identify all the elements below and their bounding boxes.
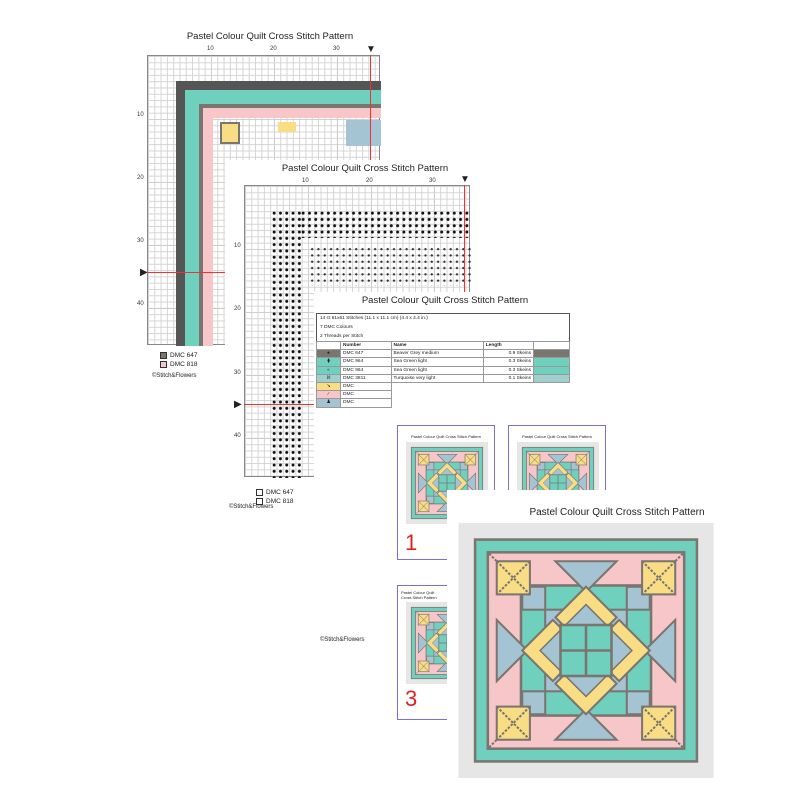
length-cell: 0.1 Skeins xyxy=(482,373,535,383)
symbol-cell: ⁄ xyxy=(316,390,341,400)
legend-label: DMC 818 xyxy=(170,361,198,368)
center-arrow-down-icon: ▼ xyxy=(460,174,470,185)
number-cell: DMC xyxy=(340,398,392,408)
center-arrow-right-icon: ▶ xyxy=(234,399,242,410)
ruler-tick: 40 xyxy=(137,301,144,307)
ruler-tick: 20 xyxy=(234,306,241,312)
legend-item: DMC 818 xyxy=(160,361,197,368)
thumb-title: Pastel Colour Quilt Cross Stitch Pattern xyxy=(410,434,482,439)
finished-pattern-page: Pastel Colour Quilt Cross Stitch Pattern xyxy=(447,490,787,790)
name-cell: Turquoise very light xyxy=(390,373,484,383)
center-line-horizontal xyxy=(244,404,314,405)
header-cell: Name xyxy=(390,340,484,351)
ruler-tick: 20 xyxy=(366,178,373,184)
ruler-tick: 40 xyxy=(234,433,241,439)
key-row: ♟DMC xyxy=(316,398,570,408)
color-swatch xyxy=(533,357,570,367)
legend-item: DMC 647 xyxy=(160,352,197,359)
number-cell: DMC 964 xyxy=(340,357,392,367)
copyright: ©Stitch&Flowers xyxy=(320,637,365,643)
legend-label: DMC 818 xyxy=(266,498,294,505)
thumb-title: Pastel Colour Quilt Cross Stitch Pattern xyxy=(521,434,593,439)
symbol-cell: ℵ xyxy=(316,373,341,383)
ruler-tick: 10 xyxy=(234,243,241,249)
legend-label: DMC 647 xyxy=(170,352,198,359)
key-info-line: 14 ct 61x61 Stitches (11.1 x 11.1 cm) (4… xyxy=(320,316,428,321)
thumb-title: Pastel Colour Quilt Cross Stitch Pattern xyxy=(401,590,437,600)
page-title: Pastel Colour Quilt Cross Stitch Pattern xyxy=(361,295,529,306)
ruler-tick: 20 xyxy=(137,175,144,181)
page-title: Pastel Colour Quilt Cross Stitch Pattern xyxy=(186,31,354,42)
length-cell: 0.3 Skeins xyxy=(482,365,535,375)
length-cell: 0.3 Skeins xyxy=(482,357,535,367)
key-row: ⁄DMC xyxy=(316,390,570,400)
symbol-cell: ● xyxy=(316,349,341,359)
name-cell: Sea Green light xyxy=(390,365,484,375)
ruler-tick: 10 xyxy=(137,112,144,118)
ruler-tick: 30 xyxy=(234,370,241,376)
header-cell: Number xyxy=(340,340,392,351)
quilt-preview xyxy=(458,523,714,778)
copyright: ©Stitch&Flowers xyxy=(152,373,197,379)
number-cell: DMC xyxy=(340,390,392,400)
ruler-tick: 30 xyxy=(333,46,340,52)
length-cell: 0.9 Skeins xyxy=(482,349,535,359)
key-info-line: 7 DMC Colours xyxy=(320,325,353,330)
thumb-number: 1 xyxy=(405,530,418,555)
number-cell: DMC 647 xyxy=(340,349,392,359)
ruler-tick: 10 xyxy=(207,46,214,52)
number-cell: DMC 3811 xyxy=(340,373,392,383)
symbol-cell: ⧫ xyxy=(316,357,341,367)
symbol-cell: ♟ xyxy=(316,398,341,408)
symbol-cell: « xyxy=(316,365,341,375)
thumb-number: 3 xyxy=(405,686,418,711)
copyright: ©Stitch&Flowers xyxy=(229,504,274,510)
page-title: Pastel Colour Quilt Cross Stitch Pattern xyxy=(529,507,705,518)
ruler-tick: 30 xyxy=(137,238,144,244)
name-cell: Sea Green light xyxy=(390,357,484,367)
symbol-cell: ↘ xyxy=(316,381,341,392)
legend-label: DMC 647 xyxy=(266,489,294,496)
color-swatch xyxy=(533,365,570,375)
number-cell: DMC xyxy=(340,381,392,392)
color-swatch xyxy=(533,373,570,383)
key-info: 14 ct 61x61 Stitches (11.1 x 11.1 cm) (4… xyxy=(316,313,570,342)
legend-item: DMC 818 xyxy=(256,498,293,505)
ruler-tick: 30 xyxy=(429,178,436,184)
page-title: Pastel Colour Quilt Cross Stitch Pattern xyxy=(281,163,449,174)
header-cell: Length xyxy=(482,340,535,351)
number-cell: DMC 964 xyxy=(340,365,392,375)
center-arrow-right-icon: ▶ xyxy=(140,267,148,278)
ruler-tick: 20 xyxy=(270,46,277,52)
ruler-tick: 10 xyxy=(302,178,309,184)
key-info-line: 2 Threads per Stitch xyxy=(320,334,364,339)
key-row: ↘DMC xyxy=(316,381,570,392)
legend-item: DMC 647 xyxy=(256,489,293,496)
color-swatch xyxy=(533,349,570,359)
center-arrow-down-icon: ▼ xyxy=(366,44,376,55)
name-cell: Beaver Grey medium xyxy=(390,349,484,359)
center-line-vertical xyxy=(464,185,465,320)
